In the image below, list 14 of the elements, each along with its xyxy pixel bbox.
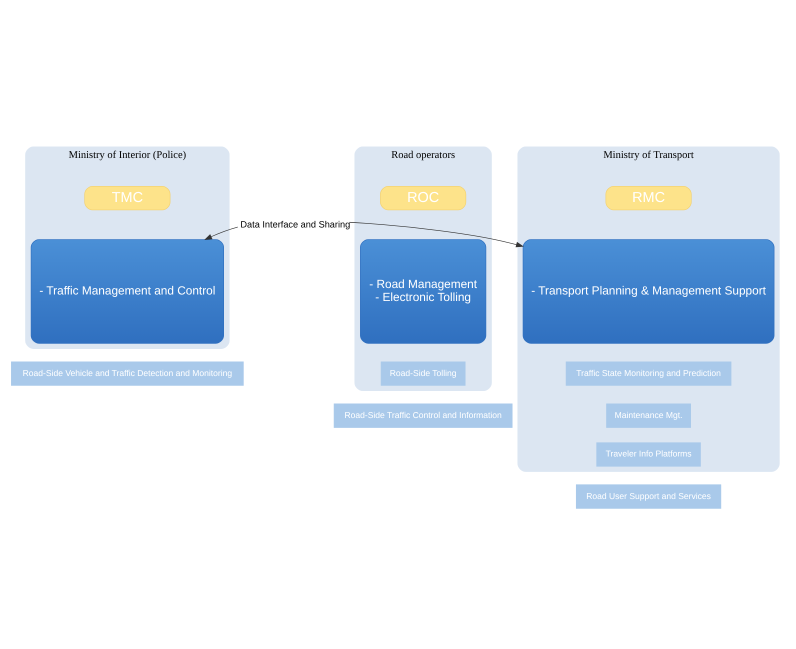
node-box: Road-Side Traffic Control and Information <box>334 403 513 428</box>
node-box: Road-Side Vehicle and Traffic Detection and Monitoring <box>11 360 244 386</box>
node-box: Road User Support and Services <box>576 484 722 508</box>
node-box: - Traffic Management and Control <box>30 238 224 344</box>
edge-label: Data Interface and Sharing <box>240 219 350 230</box>
node-box: Traffic State Monitoring and Prediction <box>566 360 732 386</box>
node-box: - Road Management - Electronic Tolling <box>360 238 486 344</box>
node-box: - Transport Planning & Management Support <box>522 238 774 344</box>
node-box: TMC <box>84 186 170 210</box>
node-box: Road-Side Tolling <box>380 360 466 386</box>
node-box: ROC <box>380 186 466 210</box>
node-box: RMC <box>606 186 692 210</box>
node-box: Traveler Info Platforms <box>596 442 701 466</box>
node-box: Maintenance Mgt. <box>606 403 691 428</box>
